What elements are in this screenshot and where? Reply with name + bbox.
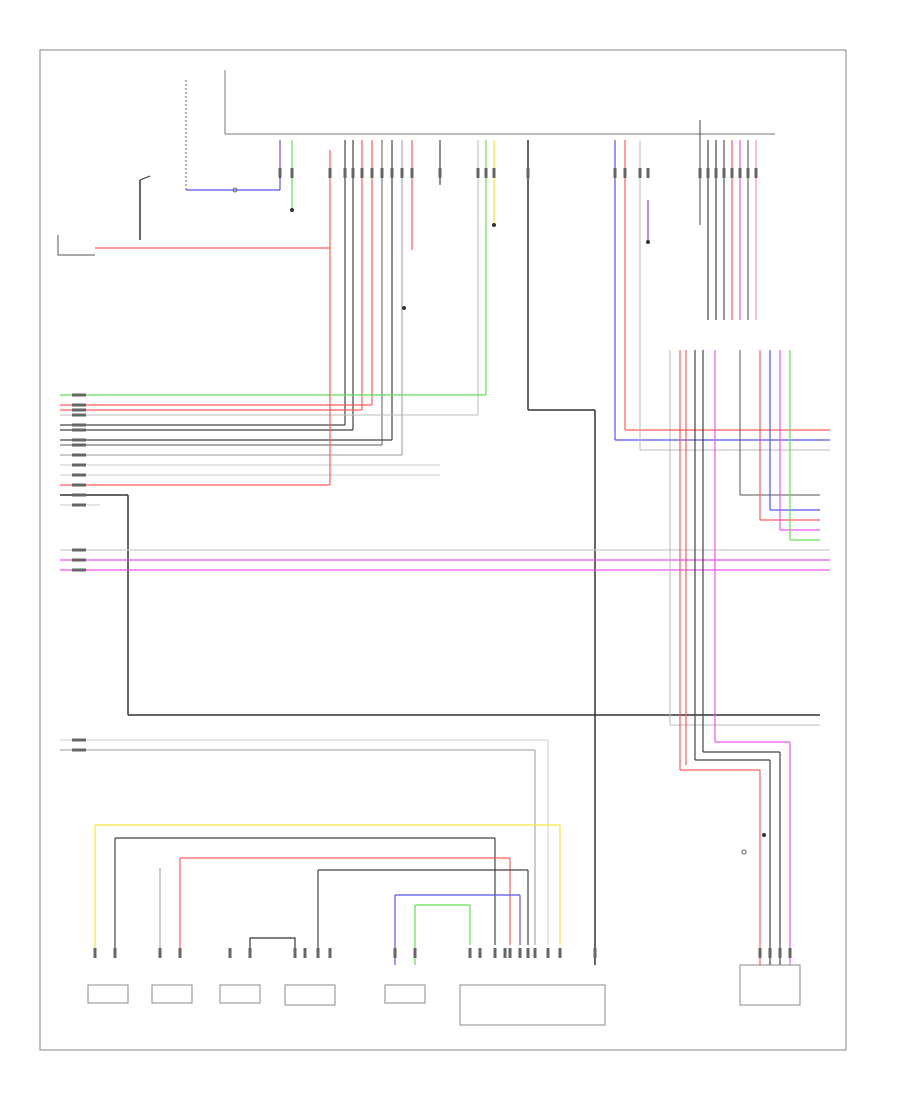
connector-pin [526,948,530,958]
connector-pin [72,748,86,752]
connector-pin [738,168,742,178]
connector-pin [178,948,182,958]
connector-pin [72,463,86,467]
connector-pin [380,168,384,178]
connector-pin [228,948,232,958]
left-bus-wires [60,248,820,716]
connector-pin [343,168,347,178]
top-vertical-wires [344,140,596,965]
connector-pin [758,948,762,958]
connector-pin [518,948,522,958]
fuse-component [185,80,294,212]
speaker-center [284,984,336,1006]
connector-pin [370,168,374,178]
connector-pin [714,168,718,178]
connector-pin [492,168,496,178]
connector-pin [316,948,320,958]
connector-pin [72,428,86,432]
connector-pin [558,948,562,958]
connector-pin [533,948,537,958]
connector-pin [72,423,86,427]
speaker-front-right [151,984,193,1004]
connector-pin [593,948,597,958]
connector-pin [526,168,530,178]
amplifier-box [459,984,606,1026]
connector-pin [546,948,550,958]
connector-pin [503,948,507,958]
connector-pin [393,948,397,958]
connector-pin [410,168,414,178]
diagram-frame [39,49,847,1051]
connector-pin [293,948,297,958]
connector-pin [72,393,86,397]
connector-pin [788,948,792,958]
connector-pin [72,568,86,572]
speaker-rear-right [384,984,426,1004]
bottom-right-unit [739,833,801,1006]
connector-pin [290,168,294,178]
connector-pin [390,168,394,178]
connector-pin [493,948,497,958]
speaker-front-left [87,984,129,1004]
connector-pin [508,948,512,958]
connector-pin [351,168,355,178]
connector-pin [400,168,404,178]
connector-pin [72,493,86,497]
connector-pins [72,168,792,958]
connector-pin [468,948,472,958]
connector-pin [72,548,86,552]
connector-pin [328,168,332,178]
connector-pin [93,948,97,958]
connector-pin [328,948,332,958]
connector-pin [746,168,750,178]
top-connector-bus [224,70,775,135]
connector-pin [113,948,117,958]
connector-pin [72,473,86,477]
connector-pin [623,168,627,178]
connector-pin [72,558,86,562]
connector-pin [613,168,617,178]
connector-pin [730,168,734,178]
connector-pin [72,503,86,507]
speaker-rear-left [219,984,261,1004]
connector-pin [768,948,772,958]
connector-pin [698,168,702,178]
connector-pin [278,168,282,178]
connector-pin [72,438,86,442]
connector-pin [72,738,86,742]
connector-pin [72,483,86,487]
connector-pin [360,168,364,178]
connector-pin [778,948,782,958]
connector-pin [72,408,86,412]
connector-pin [706,168,710,178]
connector-pin [754,168,758,178]
connector-pin [303,948,307,958]
connector-pin [158,948,162,958]
connector-pin [484,168,488,178]
connector-pin [72,443,86,447]
connector-pin [72,453,86,457]
connector-pin [476,168,480,178]
connector-pin [72,403,86,407]
antenna-component [57,150,331,256]
speakers-bottom [87,824,561,1006]
connector-pin [248,948,252,958]
right-block [614,120,830,965]
amplifier-unit [459,984,606,1026]
connector-pin [722,168,726,178]
connector-pin [72,413,86,417]
connector-pin [646,168,650,178]
connector-pin [438,168,442,178]
connector-pin [413,948,417,958]
bottom-right-box [739,964,801,1006]
connector-pin [478,948,482,958]
connector-pin [638,168,642,178]
